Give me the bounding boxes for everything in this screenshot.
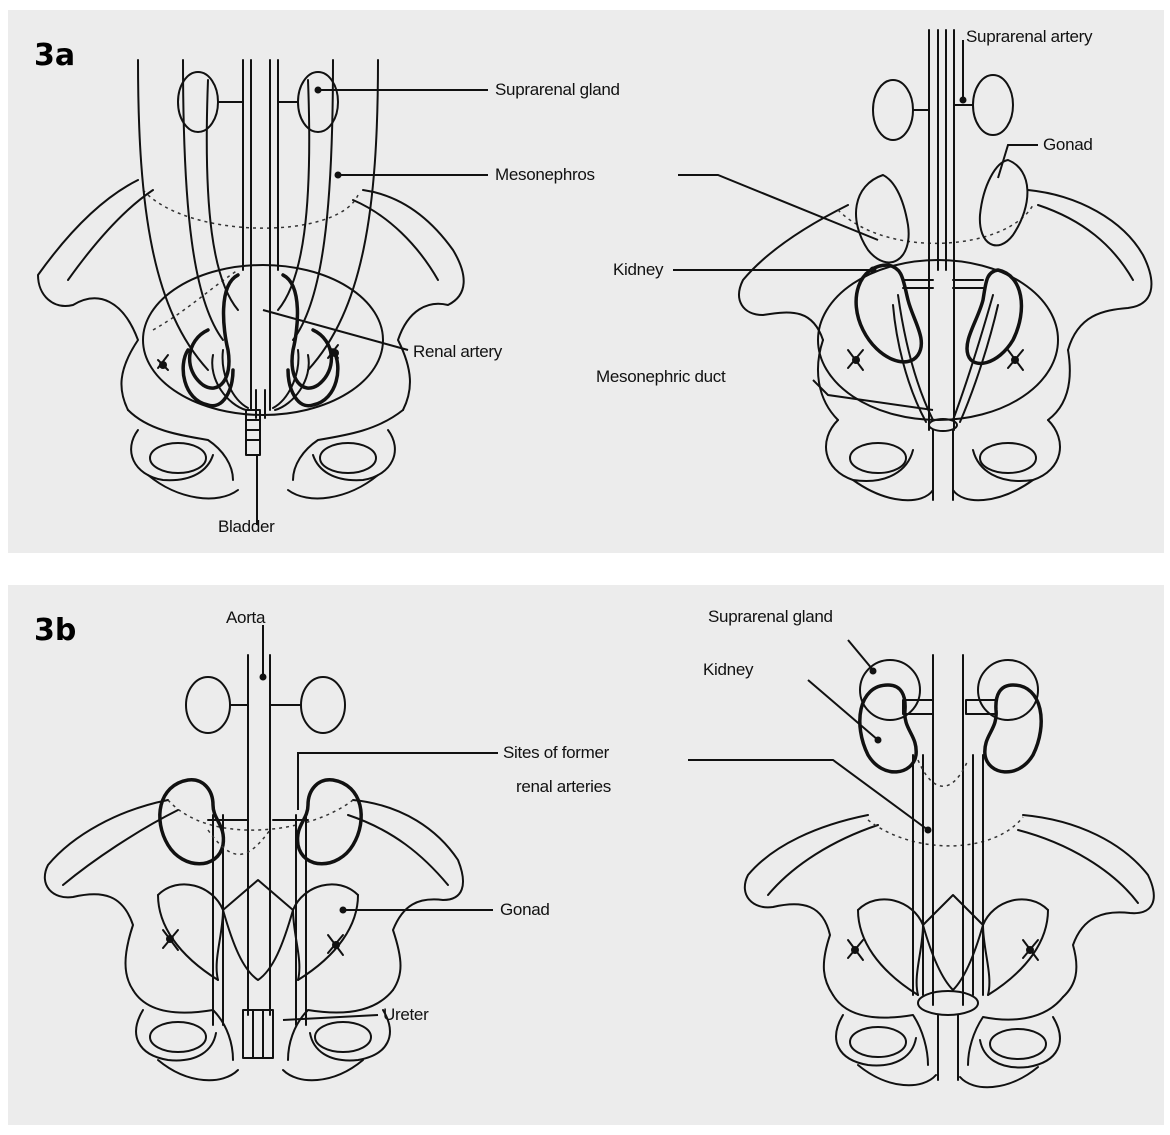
label-gonad-3a: Gonad xyxy=(1043,135,1093,154)
panel-label-3b: 3b xyxy=(34,613,76,648)
suprarenal-gland-left-3b xyxy=(186,677,230,733)
aorta-right-3b xyxy=(913,655,983,1005)
label-gonad-3b: Gonad xyxy=(500,900,550,919)
label-renal-artery-3a: Renal artery xyxy=(413,342,503,361)
figure-panel-3a: Suprarenal gland Mesonephros Renal arter… xyxy=(8,10,1164,553)
label-sites-line2-3b: renal arteries xyxy=(516,777,611,796)
label-kidney-3a: Kidney xyxy=(613,260,664,279)
kidneys-3b-right xyxy=(848,660,1041,960)
kidneys-ascending-3a xyxy=(848,265,1023,422)
suprarenal-gland-right-3b xyxy=(301,677,345,733)
pelvis-left-3b xyxy=(45,800,463,1080)
leader-suprarenal-gland-3b xyxy=(848,640,873,670)
label-bladder-3a: Bladder xyxy=(218,517,275,536)
aorta-left-3b xyxy=(213,655,306,1025)
leader-ureter-3b xyxy=(283,1015,378,1020)
label-ureter-3b: Ureter xyxy=(383,1005,429,1024)
pelvis-right-3b xyxy=(745,815,1154,1087)
kidneys-3b-left xyxy=(160,780,361,955)
label-suprarenal-gland-3b: Suprarenal gland xyxy=(708,607,833,626)
figure-panel-3b: Aorta Sites of former renal arteries Gon… xyxy=(8,585,1164,1125)
panel-label-3a: 3a xyxy=(34,38,75,73)
mesonephros-right-3a xyxy=(856,30,1027,430)
label-aorta-3b: Aorta xyxy=(226,608,266,627)
label-suprarenal-artery-3a: Suprarenal artery xyxy=(966,27,1093,46)
diagram-3b-drawing: Aorta Sites of former renal arteries Gon… xyxy=(8,585,1164,1125)
label-mesonephros-3a: Mesonephros xyxy=(495,165,595,184)
mesonephros-left-3a xyxy=(138,60,378,390)
leader-mesonephros-right-3a xyxy=(678,175,878,240)
leader-renal-artery-3a xyxy=(263,310,408,350)
suprarenal-gland-left-3a-right xyxy=(873,80,913,140)
diagram-3a-drawing: Suprarenal gland Mesonephros Renal arter… xyxy=(8,10,1164,553)
label-suprarenal-gland-3a: Suprarenal gland xyxy=(495,80,620,99)
leader-mesonephric-duct-3a xyxy=(813,380,933,410)
label-kidney-3b: Kidney xyxy=(703,660,754,679)
label-sites-line1-3b: Sites of former xyxy=(503,743,610,762)
leader-gonad-3a xyxy=(998,145,1038,178)
label-mesonephric-duct-3a: Mesonephric duct xyxy=(596,367,726,386)
suprarenal-gland-right-3a-right xyxy=(973,75,1013,135)
